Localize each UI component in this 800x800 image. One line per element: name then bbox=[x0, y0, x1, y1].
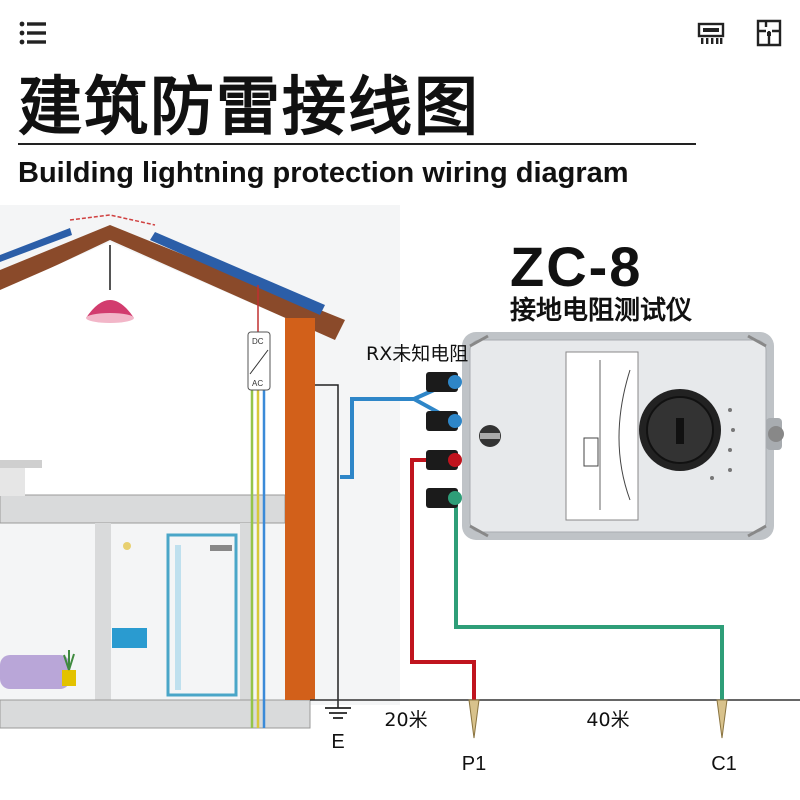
multiplier-window bbox=[583, 437, 599, 467]
probe-p1 bbox=[468, 699, 480, 739]
floorplan-icon[interactable] bbox=[754, 18, 784, 48]
lamp-bulb bbox=[86, 313, 134, 323]
probe-p1-label: P1 bbox=[462, 753, 486, 775]
sofa bbox=[0, 655, 70, 689]
lightning-rod-wire bbox=[69, 214, 156, 226]
rx-unknown-resistance-label: RX未知电阻 bbox=[366, 343, 469, 365]
terminal-dot-blue-1 bbox=[448, 375, 462, 389]
terminal-p1 bbox=[426, 450, 458, 470]
distance-label-40: 40米 bbox=[586, 709, 629, 731]
surge-protector bbox=[247, 331, 271, 391]
instrument-model: ZC-8 bbox=[510, 235, 643, 298]
cabinet bbox=[0, 468, 25, 496]
svg-text:DC: DC bbox=[252, 337, 264, 346]
solar-panel-right bbox=[150, 232, 325, 315]
earth-lead bbox=[315, 384, 339, 708]
svg-text:AC: AC bbox=[252, 379, 263, 388]
pendant-lamp bbox=[86, 300, 134, 318]
shower-panel bbox=[175, 545, 181, 690]
terminal-dot-green bbox=[448, 491, 462, 505]
shelf bbox=[0, 460, 42, 468]
terminal-dot-blue-2 bbox=[448, 414, 462, 428]
page-subtitle: Building lightning protection wiring dia… bbox=[18, 157, 629, 189]
plant bbox=[63, 650, 75, 671]
shower-glass bbox=[166, 533, 238, 697]
terminal-c1 bbox=[426, 488, 458, 508]
inner-wall-right bbox=[240, 523, 252, 700]
roof-right bbox=[110, 225, 345, 340]
house: DC AC bbox=[0, 205, 400, 729]
roof-left bbox=[0, 225, 110, 292]
floor-slab bbox=[0, 494, 286, 524]
page-title: 建筑防雷接线图 bbox=[18, 71, 480, 145]
inner-wall bbox=[95, 523, 111, 700]
wall-lamp bbox=[123, 542, 131, 550]
menu-icon[interactable] bbox=[18, 18, 48, 48]
sink bbox=[112, 628, 147, 648]
probe-c1 bbox=[716, 699, 728, 739]
instrument-name: 接地电阻测试仪 bbox=[510, 296, 693, 326]
scale-window bbox=[565, 351, 639, 521]
distance-label-20: 20米 bbox=[384, 709, 427, 731]
zc8-instrument bbox=[426, 332, 784, 540]
earth-ground-icon bbox=[325, 707, 351, 719]
title-divider bbox=[18, 143, 696, 145]
probe-c1-label: C1 bbox=[711, 753, 737, 775]
shower-head bbox=[210, 545, 232, 551]
terminal-p2 bbox=[426, 411, 458, 431]
terminal-c2 bbox=[426, 372, 458, 392]
scale-arc bbox=[618, 369, 631, 501]
rx-wire-blue bbox=[340, 379, 455, 479]
chip-icon[interactable] bbox=[696, 18, 726, 48]
terminal-dot-red bbox=[448, 453, 462, 467]
earth-label: E bbox=[331, 731, 344, 753]
attic-space bbox=[0, 242, 285, 495]
plant-pot bbox=[62, 670, 76, 686]
instrument-clips bbox=[469, 334, 767, 538]
solar-panel-left bbox=[0, 228, 72, 262]
exterior-wall bbox=[285, 318, 315, 700]
